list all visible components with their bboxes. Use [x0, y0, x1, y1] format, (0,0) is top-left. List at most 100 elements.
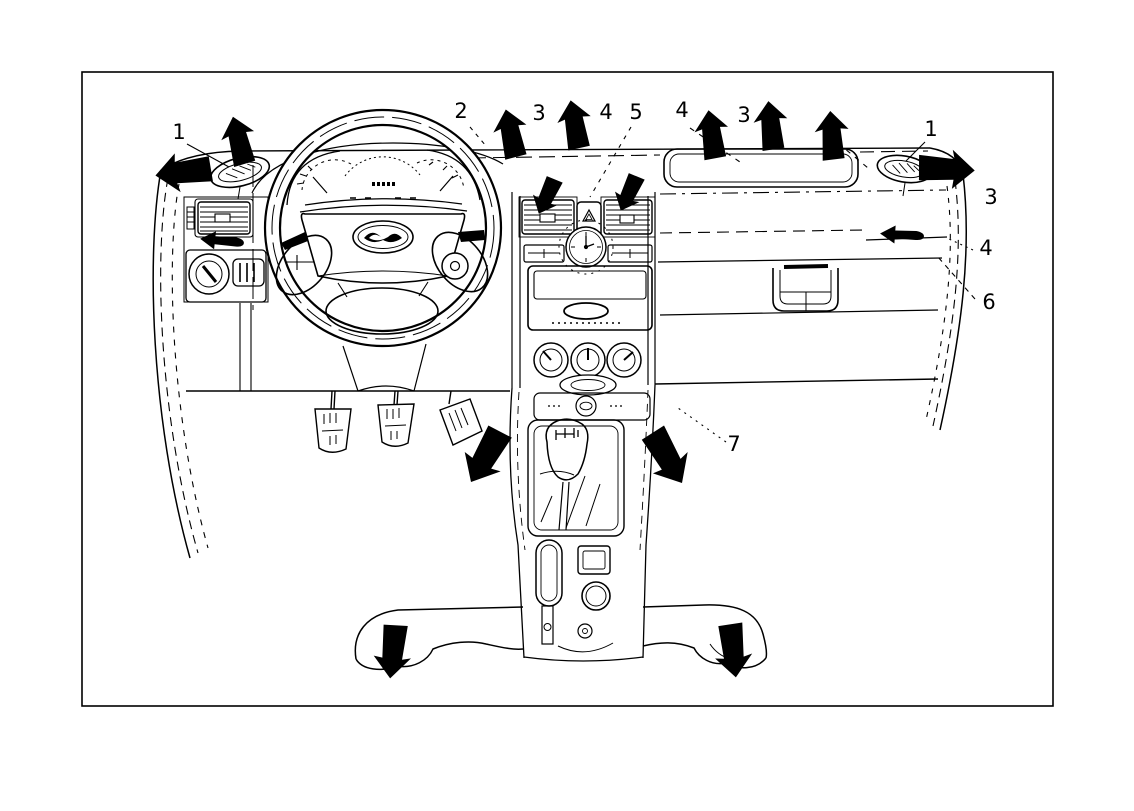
- left-kick-lines: [239, 303, 252, 391]
- console-lower-edges: [509, 384, 656, 659]
- dash-line-a2: [859, 150, 929, 153]
- brand-badge-icon: [575, 395, 597, 417]
- callout-1-left: 1: [172, 120, 185, 144]
- airflow-left-arrow: [153, 149, 214, 195]
- clutch-pedal: [314, 408, 352, 453]
- callout-2-top: 2: [454, 99, 467, 123]
- accelerator-pedal: [439, 398, 483, 446]
- clock: [558, 219, 614, 275]
- center-vent-left-handle: [539, 213, 556, 223]
- slot-left: [523, 244, 565, 263]
- left-endcap-outer: [152, 169, 191, 559]
- airflow-down-arrow-center-vent-left: [526, 173, 567, 220]
- light-switch-panel: [185, 249, 267, 303]
- wheel-shadow-left: [281, 232, 308, 250]
- gear-boot-frame: [527, 419, 625, 537]
- console-edges: [511, 192, 656, 388]
- airflow-down-arrow-center-vent-right: [608, 170, 649, 217]
- leader-7: [677, 407, 727, 443]
- hazard-triangle-icon: [581, 208, 597, 222]
- lower-console: [535, 539, 614, 653]
- steering-wheel: [263, 108, 503, 348]
- instrument-cluster: [286, 149, 481, 213]
- cigarette-lighter: [581, 581, 611, 611]
- airflow-down-arrow-floor-left: [371, 622, 415, 681]
- wheel-opening-bottom: [325, 287, 439, 335]
- leader-2: [469, 126, 487, 147]
- radio: [527, 265, 653, 331]
- left-endcap-dash2: [171, 183, 209, 549]
- glovebox-handle: [772, 264, 839, 312]
- left-side-vent: [197, 201, 251, 235]
- callout-3-top-right: 3: [737, 103, 750, 127]
- glovebox-top-edge: [659, 309, 939, 316]
- leader-1-right: [905, 141, 926, 162]
- airflow-down-arrow-floor-right: [711, 621, 755, 680]
- brand-logo-mark: [364, 232, 402, 243]
- callout-1-right: 1: [924, 117, 937, 141]
- wheel-opening-left: [275, 234, 333, 296]
- wheel-rim: [263, 108, 503, 348]
- brake-pedal: [377, 403, 415, 447]
- heater-controls: [533, 342, 642, 378]
- rocker-switch: [232, 258, 265, 287]
- airflow-down-arrow-driver-footwell: [453, 420, 519, 493]
- heater-knob-3: [606, 342, 642, 378]
- leader-1-left: [186, 143, 230, 168]
- left-gauge-arc: [301, 159, 352, 191]
- dash-line-a1: [469, 154, 661, 159]
- shift-pattern-icon: [555, 428, 579, 440]
- left-vent-handle: [214, 213, 231, 223]
- ashtray: [559, 374, 617, 396]
- gear-lever-area: [527, 418, 625, 537]
- callout-6-right: 6: [982, 290, 995, 314]
- airflow-side-arrow-right-vent: [879, 224, 925, 246]
- airflow-up-arrow-2: [553, 97, 596, 152]
- airflow-right-arrow: [917, 148, 976, 191]
- console-base-curve: [557, 642, 614, 653]
- dash-top-edge: [163, 147, 931, 169]
- handbrake-grip: [535, 539, 563, 607]
- right-gauge-arc: [416, 159, 465, 190]
- passenger-airbag-cover: [663, 148, 859, 188]
- speedometer-arc: [344, 156, 421, 177]
- airflow-up-arrow-3: [691, 107, 733, 162]
- pedals: [314, 390, 483, 453]
- wheel-opening-right: [431, 231, 489, 293]
- brake-stem: [393, 390, 399, 406]
- ignition-switch: [441, 252, 469, 280]
- wheel-rim-midline: [271, 116, 495, 340]
- callout-3-right: 3: [984, 185, 997, 209]
- accelerator-stem: [448, 390, 452, 405]
- driver-side-vent-panel: [183, 196, 269, 303]
- right-endcap-dash2: [925, 185, 951, 421]
- airflow-up-arrow-5: [813, 109, 851, 162]
- floor-duct: [354, 604, 768, 671]
- dash-line-c: [659, 229, 867, 234]
- figure-border: [81, 71, 1054, 707]
- callout-3-top-left: 3: [532, 101, 545, 125]
- gear-lever-shaft: [558, 481, 570, 531]
- callout-4-top-right: 4: [675, 98, 688, 122]
- heater-knob-1: [533, 342, 569, 378]
- callout-4-top-left: 4: [599, 100, 612, 124]
- airflow-side-arrow-left-vent: [199, 229, 245, 253]
- right-endcap-outer: [939, 173, 968, 431]
- airflow-down-arrow-passenger-footwell: [634, 421, 700, 494]
- callout-labels: 1 2 3 4 5 4 3 1 3 4 6 7: [172, 98, 997, 456]
- dash-bottom-right: [654, 378, 939, 385]
- left-endcap-dash1: [160, 177, 199, 554]
- lighter-socket: [577, 623, 593, 639]
- dash-crease: [657, 257, 943, 263]
- blank-switch: [577, 545, 611, 575]
- gauge-needles: [312, 175, 454, 194]
- gear-knob: [545, 418, 589, 481]
- brand-logo-oval: [352, 220, 414, 254]
- leader-5: [589, 126, 632, 198]
- steering-column: [342, 343, 427, 392]
- callout-7-center: 7: [727, 432, 740, 456]
- airflow-up-arrow-4: [751, 99, 791, 152]
- airflow-up-arrow-1: [489, 106, 533, 162]
